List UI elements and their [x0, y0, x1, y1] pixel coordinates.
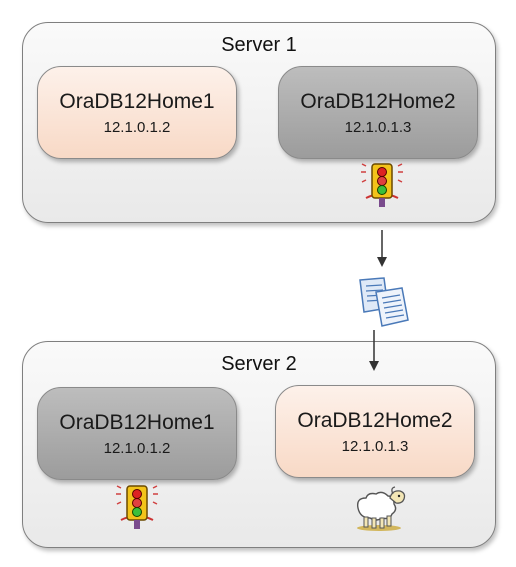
oracle-home-box: OraDB12Home2 12.1.0.1.3: [278, 66, 478, 159]
oracle-home-box: OraDB12Home1 12.1.0.1.2: [37, 387, 237, 480]
home-name: OraDB12Home2: [297, 409, 453, 432]
home-version: 12.1.0.1.3: [341, 438, 409, 455]
traffic-light-icon: [116, 485, 158, 529]
home-version: 12.1.0.1.2: [103, 119, 171, 136]
home-name: OraDB12Home2: [300, 90, 456, 113]
home-name: OraDB12Home1: [59, 90, 215, 113]
server-1-box: Server 1 OraDB12Home1 12.1.0.1.2 OraDB12…: [22, 22, 496, 223]
oracle-home-box: OraDB12Home1 12.1.0.1.2: [37, 66, 237, 159]
server-2-box: Server 2 OraDB12Home1 12.1.0.1.2 OraDB12…: [22, 341, 496, 548]
server-title: Server 2: [221, 353, 297, 375]
traffic-light-icon: [361, 163, 403, 207]
document-copy-icon: [359, 277, 409, 327]
oracle-home-box: OraDB12Home2 12.1.0.1.3: [275, 385, 475, 478]
server-title: Server 1: [221, 34, 297, 56]
home-version: 12.1.0.1.3: [344, 119, 412, 136]
home-name: OraDB12Home1: [59, 411, 215, 434]
sheep-icon: [356, 486, 406, 531]
home-version: 12.1.0.1.2: [103, 440, 171, 457]
